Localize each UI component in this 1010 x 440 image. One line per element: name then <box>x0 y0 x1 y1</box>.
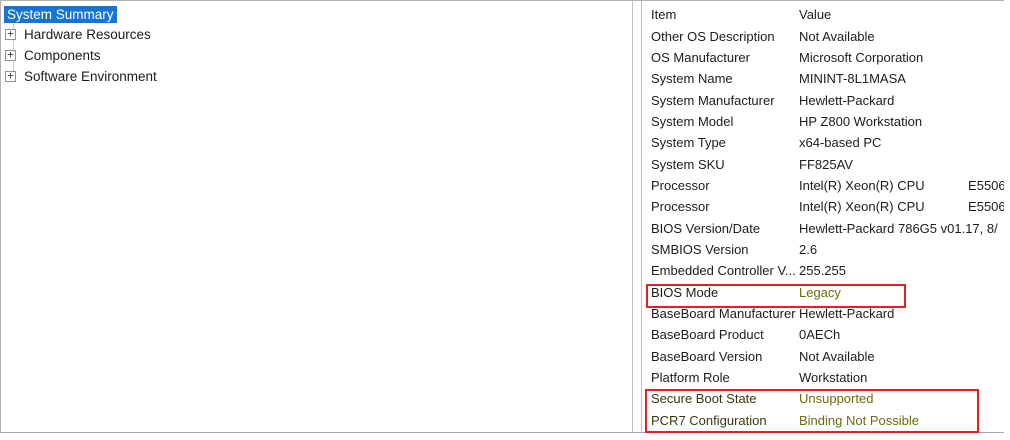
row-item-cell: BIOS Version/Date <box>651 220 761 236</box>
row-item-cell: Processor <box>651 199 710 215</box>
table-row[interactable]: Secure Boot State Unsupported <box>642 388 1004 409</box>
row-item-cell: PCR7 Configuration <box>651 412 767 428</box>
row-item-cell: Platform Role <box>651 370 730 386</box>
row-value-cell: MININT-8L1MASA <box>799 71 906 87</box>
table-row[interactable]: BaseBoard Product 0AECh <box>642 324 1004 345</box>
row-value-cell: Not Available <box>799 28 875 44</box>
column-header-row: Item Value <box>642 4 1004 25</box>
system-information-window: System Summary + Hardware Resources + Compon… <box>0 0 1004 433</box>
row-value-cell: Intel(R) Xeon(R) CPU E5506 <box>799 199 1004 215</box>
plus-expand-icon[interactable]: + <box>5 70 16 82</box>
row-value-cell: Legacy <box>799 284 841 300</box>
row-value-cell: Binding Not Possible <box>799 412 919 428</box>
row-item-cell: Other OS Description <box>651 28 775 44</box>
tree-connector-line <box>13 15 14 77</box>
table-row[interactable]: PCR7 Configuration Binding Not Possible <box>642 410 1004 431</box>
row-item-cell: Processor <box>651 177 710 193</box>
row-item-cell: System Name <box>651 71 733 87</box>
plus-expand-icon[interactable]: + <box>5 49 16 61</box>
row-value-cell: Unsupported <box>799 391 874 407</box>
table-row[interactable]: System Name MININT-8L1MASA <box>642 68 1004 89</box>
row-value-cell: Hewlett-Packard 786G5 v01.17, 8/ <box>799 220 998 236</box>
tree-item-components[interactable]: + Components <box>3 45 632 66</box>
plus-expand-icon[interactable]: + <box>5 28 16 41</box>
column-header-item[interactable]: Item <box>651 7 677 23</box>
table-row[interactable]: Other OS Description Not Available <box>642 25 1004 46</box>
row-item-cell: System SKU <box>651 156 725 172</box>
row-item-cell: System Manufacturer <box>651 92 775 108</box>
table-row[interactable]: System Manufacturer Hewlett-Packard <box>642 89 1004 110</box>
row-item-cell: BIOS Mode <box>651 284 719 300</box>
table-row[interactable]: BaseBoard Version Not Available <box>642 346 1004 367</box>
row-value-cell: Workstation <box>799 370 868 386</box>
table-row[interactable]: OS Manufacturer Microsoft Corporation <box>642 47 1004 68</box>
row-value-cell: 255.255 <box>799 263 846 279</box>
table-row[interactable]: SMBIOS Version 2.6 <box>642 239 1004 260</box>
row-value-cell: Microsoft Corporation <box>799 49 924 65</box>
row-value-cell: x64-based PC <box>799 135 882 151</box>
table-row[interactable]: BIOS Version/Date Hewlett-Packard 786G5 v… <box>642 217 1004 238</box>
table-row[interactable]: System Type x64-based PC <box>642 132 1004 153</box>
table-row[interactable]: Platform Role Workstation <box>642 367 1004 388</box>
row-value-cell: 0AECh <box>799 327 841 343</box>
row-value-cell: Hewlett-Packard <box>799 305 895 321</box>
row-item-cell: SMBIOS Version <box>651 241 749 257</box>
row-item-cell: OS Manufacturer <box>651 49 750 65</box>
table-row[interactable]: BIOS Mode Legacy <box>642 281 1004 302</box>
table-row[interactable]: System SKU FF825AV <box>642 153 1004 174</box>
table-row[interactable]: Processor Intel(R) Xeon(R) CPU E5506 <box>642 196 1004 217</box>
table-row[interactable]: Embedded Controller V...255.255 <box>642 260 1004 281</box>
column-header-value[interactable]: Value <box>799 7 832 23</box>
table-row[interactable]: System Model HP Z800 Workstation <box>642 111 1004 132</box>
row-item-cell: System Type <box>651 135 726 151</box>
tree-item-label: Components <box>24 47 101 63</box>
tree-item-label: Hardware Resources <box>24 27 151 43</box>
tree-item-system-summary[interactable]: System Summary <box>3 4 632 25</box>
row-item-cell: BaseBoard Product <box>651 327 764 343</box>
tree-item-label: System Summary <box>4 5 117 23</box>
row-value-cell: 2.6 <box>799 241 818 257</box>
row-item-cell: Secure Boot State <box>651 391 757 407</box>
table-row[interactable]: Processor Intel(R) Xeon(R) CPU E5506 <box>642 175 1004 196</box>
row-value-cell: Hewlett-Packard <box>799 92 895 108</box>
row-item-cell: Embedded Controller V... <box>651 263 796 279</box>
row-value-cell: FF825AV <box>799 156 853 172</box>
row-item-cell: BaseBoard Version <box>651 348 763 364</box>
row-item-cell: BaseBoard Manufacturer <box>651 305 796 321</box>
tree-item-software-environment[interactable]: + Software Environment <box>3 66 632 87</box>
row-value-cell: Intel(R) Xeon(R) CPU E5506 <box>799 177 1004 193</box>
row-value-cell: Not Available <box>799 348 875 364</box>
tree-item-hardware-resources[interactable]: + Hardware Resources <box>3 25 632 46</box>
tree-item-label: Software Environment <box>24 68 157 84</box>
row-item-cell: System Model <box>651 113 734 129</box>
row-value-cell: HP Z800 Workstation <box>799 113 923 129</box>
navigation-tree-pane: System Summary + Hardware Resources + Compon… <box>1 1 633 432</box>
